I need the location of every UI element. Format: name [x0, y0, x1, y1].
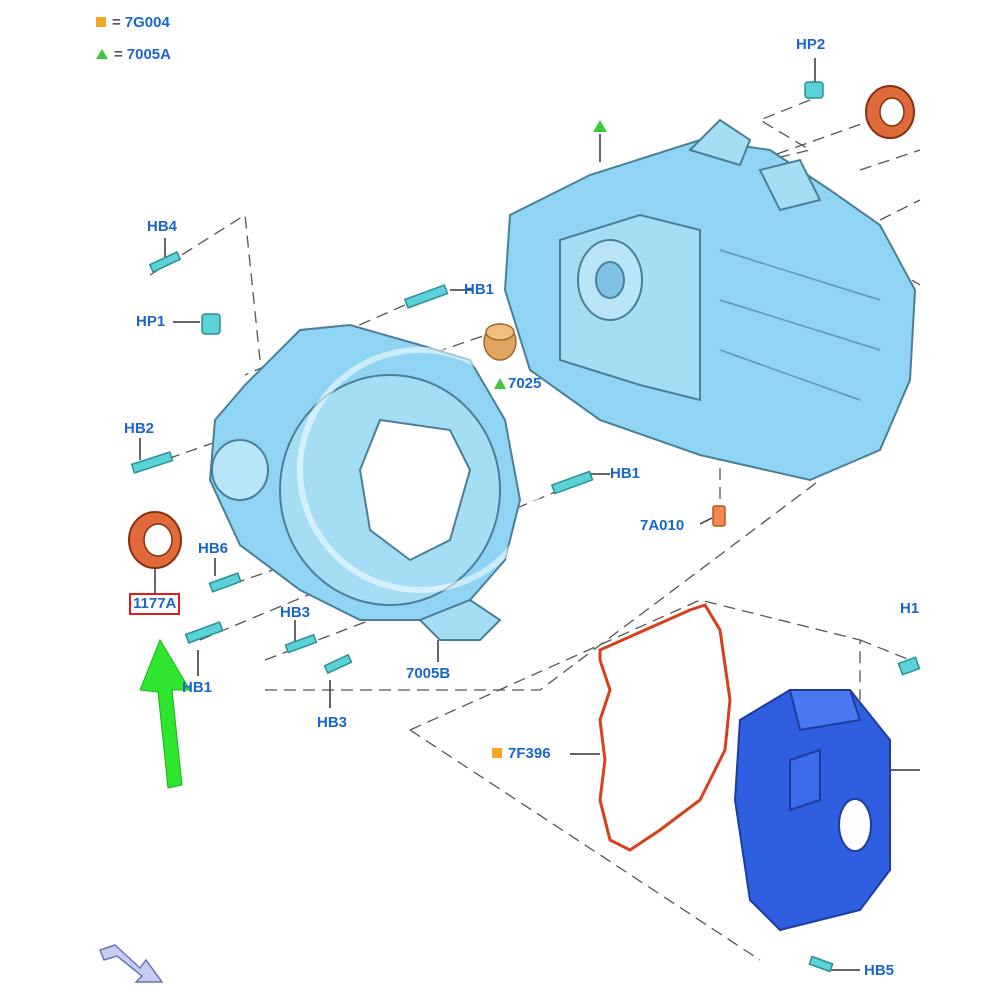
square-marker-icon [492, 748, 502, 758]
bolt-hb1-upper [403, 284, 449, 309]
label-7f396: 7F396 [508, 745, 551, 762]
bolts [130, 81, 921, 973]
highlight-arrow [139, 638, 191, 789]
bushing-7025 [483, 323, 517, 361]
seal-1177a [128, 511, 182, 569]
label-hb2: HB2 [124, 420, 155, 437]
main-transmission-case [503, 118, 917, 482]
legend-code: 7G004 [124, 14, 170, 31]
bolt-hb4 [148, 251, 182, 273]
label-1177a-highlighted: 1177A [128, 593, 181, 615]
legend-7g004: =7G004 [96, 14, 170, 32]
label-7005b: 7005B [406, 665, 451, 682]
label-7a010: 7A010 [640, 517, 685, 534]
square-marker-icon [96, 17, 106, 27]
plug-hp1 [201, 313, 221, 335]
oil-pan-cover [733, 689, 891, 932]
triangle-marker-icon [494, 378, 506, 389]
bolt-h1 [897, 656, 921, 676]
leader-lines [139, 58, 920, 971]
bolt-hb1-lower [184, 621, 224, 644]
plug-7a010 [712, 505, 726, 527]
bolt-hb3-lower [323, 653, 353, 675]
label-h1-partial: H1 [900, 600, 920, 617]
label-hb3-upper: HB3 [280, 604, 311, 621]
label-7025: 7025 [508, 375, 542, 392]
gasket-7f396 [598, 603, 732, 852]
label-7f396-group: 7F396 [492, 745, 551, 763]
bolt-hb1-right [550, 470, 594, 495]
bolt-hb6 [208, 572, 242, 593]
label-hb4: HB4 [147, 218, 178, 235]
label-hb5: HB5 [864, 962, 895, 979]
label-hb1-lower: HB1 [182, 679, 213, 696]
direction-arrow-icon [99, 944, 164, 983]
label-7025-group: 7025 [494, 375, 541, 393]
label-hp1: HP1 [136, 313, 166, 330]
bell-housing [208, 323, 522, 641]
label-hb6: HB6 [198, 540, 229, 557]
label-hp2: HP2 [796, 36, 826, 53]
seal-upper-right [865, 85, 915, 139]
legend-equals: = [112, 14, 121, 31]
label-hb3-lower: HB3 [317, 714, 348, 731]
watermark [297, 347, 543, 593]
legend-code: 7005A [126, 46, 171, 63]
legend-equals: = [114, 46, 123, 63]
triangle-marker-icon [96, 49, 108, 59]
label-hb1-right: HB1 [610, 465, 641, 482]
bolt-hp2 [804, 81, 824, 99]
bolt-hb5 [808, 955, 834, 973]
legend-7005a: =7005A [96, 46, 171, 64]
bolt-hb3-upper [284, 633, 318, 654]
triangle-marker-icon [593, 120, 607, 132]
bolt-hb2 [130, 451, 174, 474]
label-hb1-upper: HB1 [464, 281, 495, 298]
